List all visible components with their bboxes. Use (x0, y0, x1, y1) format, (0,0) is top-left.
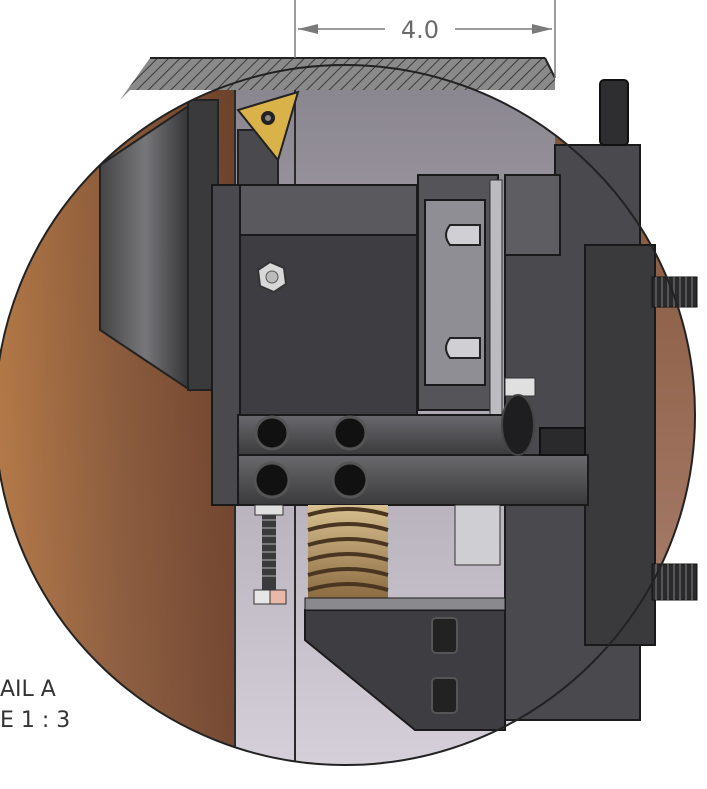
compression-spring (307, 505, 389, 600)
dimension-value: 4.0 (401, 16, 439, 44)
threaded-stud-top (651, 276, 698, 308)
cutting-insert (236, 90, 300, 163)
socket-screw (253, 415, 369, 499)
detail-label-line1: AIL A (0, 677, 56, 702)
tool-body (211, 184, 418, 506)
dimension-annotation: 4.0 (294, 0, 556, 78)
detail-label-line2: E 1 : 3 (0, 708, 70, 733)
pin-frame (417, 174, 503, 431)
detail-label: AIL A E 1 : 3 (0, 677, 70, 733)
lower-clamp-block (237, 414, 589, 506)
arrowhead-left-icon (298, 24, 318, 34)
hatched-section (120, 58, 555, 100)
adjustment-screw (253, 504, 287, 605)
detail-circle-outline (0, 64, 696, 766)
arrowhead-right-icon (532, 24, 552, 34)
handle-pin (599, 79, 629, 146)
base-bracket (304, 597, 506, 731)
